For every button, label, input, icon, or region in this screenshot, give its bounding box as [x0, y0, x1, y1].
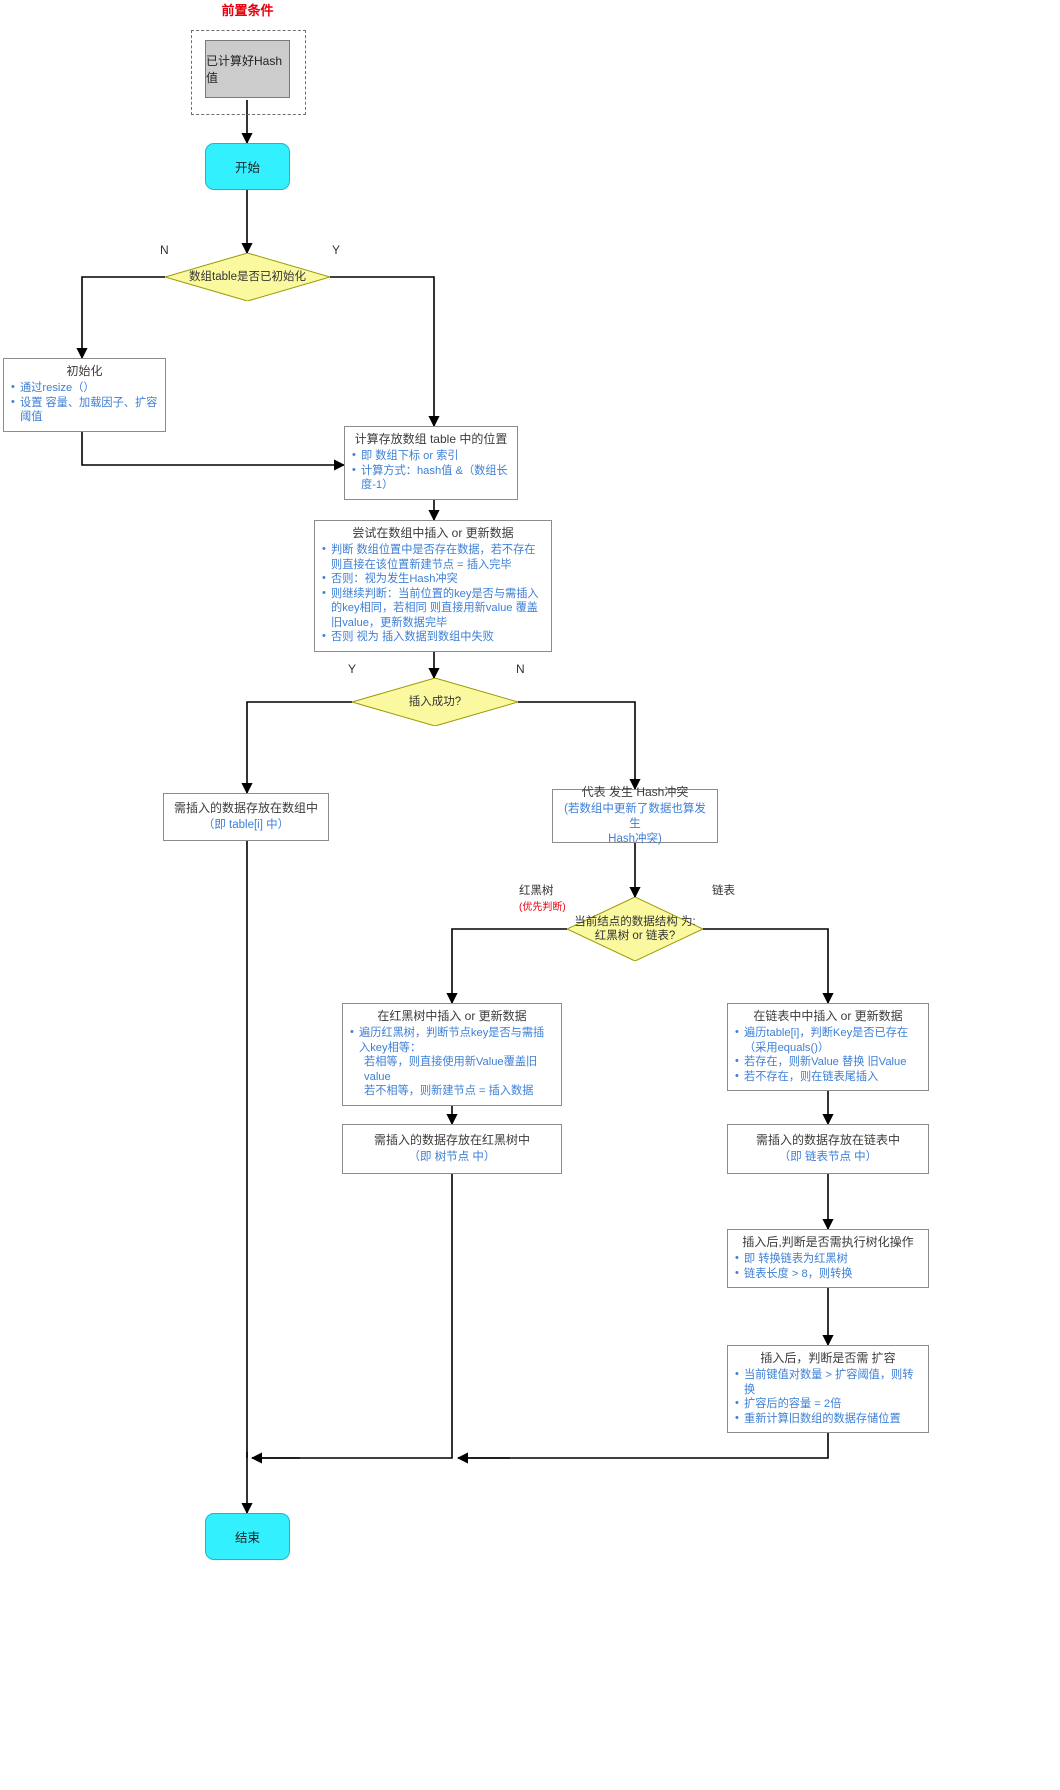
box-resize-title: 插入后，判断是否需 扩容: [760, 1351, 896, 1365]
box-stored-in-array-title: 需插入的数据存放在数组中: [173, 800, 318, 815]
precondition-hash-label: 已计算好Hash值: [206, 54, 283, 85]
precondition-hash-box: 已计算好Hash值: [205, 40, 290, 98]
edge-label-table-init-no: N: [160, 243, 169, 257]
edge-label-rbtree: 红黑树: [519, 885, 554, 897]
box-rbtree-insert-bullets: 遍历红黑树，判断节点key是否与需插入key相等： 若相等，则直接使用新Valu…: [350, 1025, 554, 1099]
box-list-insert-title: 在链表中中插入 or 更新数据: [753, 1009, 903, 1023]
box-rbtree-insert-bullet-0: 遍历红黑树，判断节点key是否与需插入key相等：: [350, 1025, 554, 1055]
box-calc-position[interactable]: 计算存放数组 table 中的位置 即 数组下标 or 索引 计算方式：hash…: [344, 426, 518, 500]
box-try-insert-bullet-2: 则继续判断：当前位置的key是否与需插入的key相同，若相同 则直接用新valu…: [322, 586, 544, 631]
box-try-insert-title: 尝试在数组中插入 or 更新数据: [352, 526, 514, 540]
box-list-insert[interactable]: 在链表中中插入 or 更新数据 遍历table[i]，判断Key是否已存在（采用…: [727, 1003, 929, 1091]
box-resize-bullet-1: 扩容后的容量 = 2倍: [735, 1396, 921, 1412]
box-stored-in-rbtree-title: 需插入的数据存放在红黑树中: [373, 1132, 530, 1147]
decision-node-structure[interactable]: 当前结点的数据结构 为: 红黑树 or 链表?: [567, 897, 703, 961]
precondition-title: 前置条件: [221, 3, 274, 18]
box-hash-conflict[interactable]: 代表 发生 Hash冲突 (若数组中更新了数据也算发生 Hash冲突): [552, 785, 718, 845]
box-stored-in-rbtree-sub: （即 树节点 中）: [408, 1150, 496, 1163]
edge-label-linkedlist: 链表: [712, 885, 735, 897]
box-treeify-bullets: 即 转换链表为红黑树 链表长度 > 8，则转换: [735, 1251, 921, 1282]
box-treeify-bullet-0: 即 转换链表为红黑树: [735, 1251, 921, 1267]
start-label: 开始: [234, 161, 260, 175]
box-try-insert-bullet-0: 判断 数组位置中是否存在数据，若不存在 则直接在该位置新建节点 = 插入完毕: [322, 542, 544, 572]
box-stored-in-list-title: 需插入的数据存放在链表中: [755, 1132, 900, 1147]
box-rbtree-insert-title: 在红黑树中插入 or 更新数据: [377, 1009, 527, 1023]
box-resize[interactable]: 插入后，判断是否需 扩容 当前键值对数量 > 扩容阈值，则转换 扩容后的容量 =…: [727, 1345, 929, 1433]
box-calc-position-bullet-0: 即 数组下标 or 索引: [352, 448, 510, 464]
edge-label-table-init-yes: Y: [332, 243, 341, 257]
box-list-insert-bullet-1: 若存在，则新Value 替换 旧Value: [735, 1054, 921, 1070]
edge-label-insert-no: N: [516, 662, 525, 676]
box-rbtree-insert-bullet-2: 若不相等，则新建节点 = 插入数据: [364, 1085, 534, 1097]
box-treeify[interactable]: 插入后,判断是否需执行树化操作 即 转换链表为红黑树 链表长度 > 8，则转换: [727, 1229, 929, 1288]
box-hash-conflict-sub-line1: (若数组中更新了数据也算发生: [564, 802, 706, 830]
box-stored-in-list[interactable]: 需插入的数据存放在链表中 （即 链表节点 中）: [727, 1124, 929, 1174]
box-list-insert-bullets: 遍历table[i]，判断Key是否已存在（采用equals()） 若存在，则新…: [735, 1025, 921, 1085]
box-initialize-title: 初始化: [66, 364, 103, 378]
box-initialize-bullet-0: 通过resize（）: [11, 380, 158, 396]
box-calc-position-bullet-1: 计算方式：hash值 &（数组长度-1）: [352, 463, 510, 493]
box-stored-in-array[interactable]: 需插入的数据存放在数组中 （即 table[i] 中）: [163, 793, 329, 841]
box-initialize-bullet-1: 设置 容量、加载因子、扩容阈值: [11, 395, 158, 425]
box-initialize-bullets: 通过resize（） 设置 容量、加载因子、扩容阈值: [11, 380, 158, 425]
box-calc-position-title: 计算存放数组 table 中的位置: [354, 432, 508, 446]
box-resize-bullets: 当前键值对数量 > 扩容阈值，则转换 扩容后的容量 = 2倍 重新计算旧数组的数…: [735, 1367, 921, 1427]
box-treeify-bullet-1: 链表长度 > 8，则转换: [735, 1266, 921, 1282]
decision-insert-success[interactable]: 插入成功?: [352, 678, 518, 726]
box-try-insert[interactable]: 尝试在数组中插入 or 更新数据 判断 数组位置中是否存在数据，若不存在 则直接…: [314, 520, 552, 652]
box-calc-position-bullets: 即 数组下标 or 索引 计算方式：hash值 &（数组长度-1）: [352, 448, 510, 493]
box-resize-bullet-2: 重新计算旧数组的数据存储位置: [735, 1411, 921, 1427]
box-list-insert-bullet-0: 遍历table[i]，判断Key是否已存在（采用equals()）: [735, 1025, 921, 1055]
box-try-insert-bullet-1: 否则：视为发生Hash冲突: [322, 571, 544, 587]
box-treeify-title: 插入后,判断是否需执行树化操作: [742, 1235, 914, 1249]
box-stored-in-array-sub: （即 table[i] 中）: [202, 818, 290, 831]
end-terminator[interactable]: 结束: [205, 1513, 290, 1560]
edge-label-insert-yes: Y: [348, 662, 357, 676]
start-terminator[interactable]: 开始: [205, 143, 290, 190]
box-initialize[interactable]: 初始化 通过resize（） 设置 容量、加载因子、扩容阈值: [3, 358, 166, 432]
decision-table-initialized[interactable]: 数组table是否已初始化: [165, 253, 330, 301]
box-stored-in-list-sub: （即 链表节点 中）: [778, 1150, 878, 1163]
box-stored-in-rbtree[interactable]: 需插入的数据存放在红黑树中 （即 树节点 中）: [342, 1124, 562, 1174]
box-resize-bullet-0: 当前键值对数量 > 扩容阈值，则转换: [735, 1367, 921, 1397]
box-try-insert-bullets: 判断 数组位置中是否存在数据，若不存在 则直接在该位置新建节点 = 插入完毕 否…: [322, 542, 544, 645]
box-hash-conflict-title: 代表 发生 Hash冲突: [581, 784, 689, 799]
box-try-insert-bullet-3: 否则 视为 插入数据到数组中失败: [322, 629, 544, 645]
edge-label-rbtree-note: (优先判断): [519, 902, 566, 913]
box-list-insert-bullet-2: 若不存在，则在链表尾插入: [735, 1069, 921, 1085]
box-hash-conflict-sub-line2: Hash冲突): [608, 832, 662, 845]
precondition-group: [191, 30, 306, 115]
end-label: 结束: [234, 1531, 260, 1545]
box-rbtree-insert-bullet-1: 若相等，则直接使用新Value覆盖旧 value: [364, 1056, 538, 1083]
box-rbtree-insert[interactable]: 在红黑树中插入 or 更新数据 遍历红黑树，判断节点key是否与需插入key相等…: [342, 1003, 562, 1106]
